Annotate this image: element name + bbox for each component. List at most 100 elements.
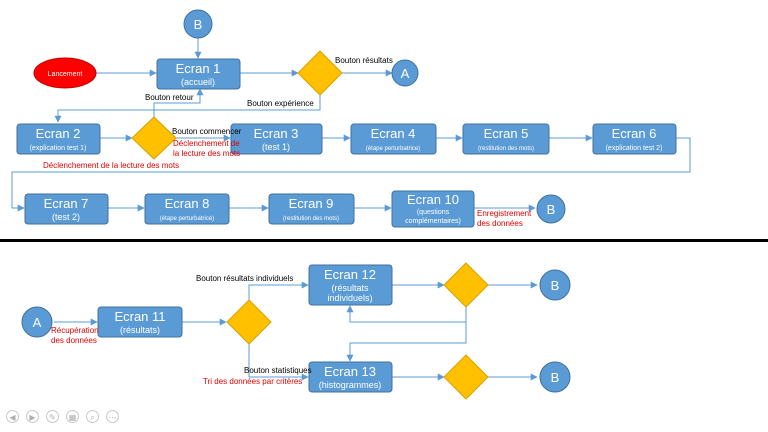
connector-circle	[183, 9, 213, 39]
label-enregistrement-1: Enregistrement	[477, 209, 532, 218]
label-bouton-commencer: Bouton commencer	[172, 127, 242, 136]
start-label: Lancement	[48, 71, 83, 78]
screen-box	[462, 123, 550, 155]
screen-subtitle: (étape perturbatrice)	[366, 146, 420, 152]
label-bouton-retour: Bouton retour	[145, 93, 194, 102]
label-declenchement-1a: Déclenchement de	[173, 139, 240, 148]
node-ecran7[interactable]: Ecran 7 (test 2)	[24, 193, 109, 225]
screen-title: Ecran 8	[165, 196, 210, 211]
node-ecran2[interactable]: Ecran 2 (explication test 1)	[16, 123, 101, 155]
connector-circle	[21, 306, 53, 338]
label-declenchement-1b: la lecture des mots	[173, 149, 240, 158]
screen-title: Ecran 3	[254, 126, 299, 141]
screen-box	[350, 123, 437, 155]
screen-box	[230, 123, 323, 155]
zoom-icon[interactable]: ⌕	[86, 410, 99, 423]
label-recuperation-1: Récupération	[51, 326, 99, 335]
node-b-bottom2[interactable]: B	[539, 361, 571, 393]
screen-title: Ecran 10	[407, 192, 459, 207]
label-bouton-statistiques: Bouton statistiques	[244, 366, 312, 375]
connector-label: B	[547, 202, 556, 217]
connectors-top	[11, 38, 691, 212]
screen-subtitle: (questions	[417, 209, 450, 216]
screen-box	[156, 58, 241, 90]
connector-circle	[539, 361, 571, 393]
label-bouton-resultats-individuels: Bouton résultats individuels	[196, 274, 293, 283]
screen-subtitle: (test 2)	[52, 212, 80, 222]
screen-title: Ecran 12	[324, 267, 376, 282]
connector-circle	[539, 269, 571, 301]
screen-subtitle: (test 1)	[262, 142, 290, 152]
decision-results[interactable]	[226, 299, 272, 345]
connector-label: A	[33, 315, 42, 330]
node-a-bottom[interactable]: A	[21, 306, 53, 338]
screen-title: Ecran 6	[612, 126, 657, 141]
screen-title: Ecran 1	[176, 61, 221, 76]
screen-subtitle: (accueil)	[181, 77, 215, 87]
screen-title: Ecran 4	[371, 126, 416, 141]
connector-circle	[536, 194, 566, 224]
decision-diamond	[443, 262, 489, 308]
connector-label: B	[194, 17, 203, 32]
decision-diamond	[297, 50, 343, 96]
screen-subtitle: (restitution des mots)	[478, 146, 534, 152]
arrow-decision-to-ecran12	[248, 281, 309, 300]
screen-subtitle: (histogrammes)	[319, 380, 382, 390]
node-ecran4[interactable]: Ecran 4 (étape perturbatrice)	[350, 123, 437, 155]
node-ecran3[interactable]: Ecran 3 (test 1)	[230, 123, 323, 155]
screen-box	[97, 306, 183, 338]
next-icon[interactable]: ▶	[26, 410, 39, 423]
decision-statistics[interactable]	[443, 354, 489, 400]
screen-title: Ecran 7	[44, 196, 89, 211]
screen-subtitle: (résultats	[331, 283, 369, 293]
screen-title: Ecran 13	[324, 364, 376, 379]
screen-subtitle: complémentaires)	[405, 218, 461, 225]
label-tri-donnees: Tri des données par critères	[203, 377, 302, 386]
pen-icon[interactable]: ✎	[46, 410, 59, 423]
node-ecran10[interactable]: Ecran 10 (questions complémentaires)	[391, 190, 475, 228]
node-ecran5[interactable]: Ecran 5 (restitution des mots)	[462, 123, 550, 155]
node-ecran6[interactable]: Ecran 6 (explication test 2)	[592, 123, 677, 155]
screen-subtitle: (résultats)	[120, 325, 160, 335]
node-ecran12[interactable]: Ecran 12 (résultats individuels)	[308, 264, 393, 306]
screen-box	[592, 123, 677, 155]
node-lancement[interactable]: Lancement	[33, 57, 97, 89]
start-ellipse	[33, 57, 97, 89]
node-ecran11[interactable]: Ecran 11 (résultats)	[97, 306, 183, 338]
screen-title: Ecran 9	[289, 196, 334, 211]
node-b-row3[interactable]: B	[536, 194, 566, 224]
node-ecran13[interactable]: Ecran 13 (histogrammes)	[308, 361, 393, 393]
more-icon[interactable]: ⋯	[106, 410, 119, 423]
screen-subtitle: (étape perturbatrice)	[160, 216, 214, 222]
decision-diamond	[226, 299, 272, 345]
decision-diamond	[443, 354, 489, 400]
node-ecran1[interactable]: Ecran 1 (accueil)	[156, 58, 241, 90]
decision-home[interactable]	[297, 50, 343, 96]
decision-explanation[interactable]	[131, 116, 177, 160]
arrow-ecran6-to-ecran7	[11, 137, 691, 212]
connector-label: B	[551, 278, 560, 293]
connector-label: A	[401, 66, 410, 81]
screen-box	[308, 361, 393, 393]
slides-icon[interactable]: ▦	[66, 410, 79, 423]
node-ecran9[interactable]: Ecran 9 (restitution des mots)	[268, 193, 355, 225]
previous-icon[interactable]: ◀	[6, 410, 19, 423]
screen-subtitle: (explication test 2)	[606, 145, 663, 152]
screen-box	[16, 123, 101, 155]
connector-label: B	[551, 370, 560, 385]
decision-individual[interactable]	[443, 262, 489, 308]
screen-box	[268, 193, 355, 225]
connectors-bottom	[54, 281, 538, 381]
screen-subtitle: individuels)	[327, 293, 372, 303]
label-recuperation-2: des données	[51, 336, 97, 345]
node-b-bottom1[interactable]: B	[539, 269, 571, 301]
arrow-experience-to-ecran2	[54, 95, 321, 123]
screen-subtitle: (restitution des mots)	[283, 216, 339, 222]
section-separator	[0, 239, 768, 242]
node-b-top[interactable]: B	[183, 9, 213, 39]
screen-box	[308, 264, 393, 306]
node-ecran8[interactable]: Ecran 8 (étape perturbatrice)	[144, 193, 230, 225]
screen-box	[391, 190, 475, 228]
arrow-decision-to-ecran13	[248, 344, 309, 381]
node-a-top[interactable]: A	[391, 59, 419, 87]
